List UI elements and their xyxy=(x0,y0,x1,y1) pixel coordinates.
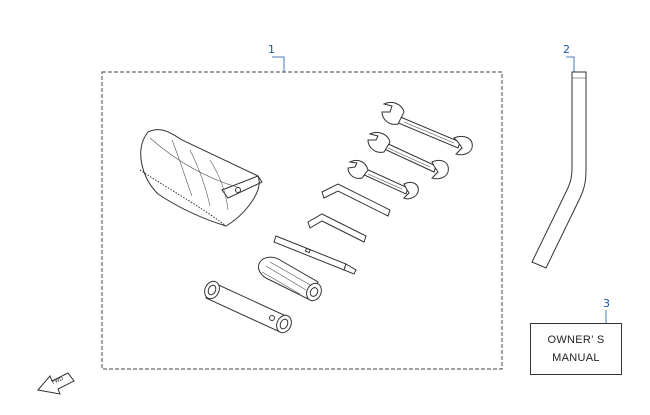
owners-manual-line-2: MANUAL xyxy=(552,352,600,364)
callout-3[interactable]: 3 xyxy=(603,297,610,310)
screwdriver-handle xyxy=(257,256,322,302)
tool-kit-boundary xyxy=(101,71,503,370)
callout-2[interactable]: 2 xyxy=(563,43,570,56)
screwdriver-bit xyxy=(273,235,357,275)
wrench-small xyxy=(347,159,419,200)
leader-line-2 xyxy=(566,56,575,72)
forward-arrow-icon xyxy=(37,372,75,395)
tool-bag xyxy=(139,129,263,227)
box-spanner xyxy=(204,280,292,334)
callout-1[interactable]: 1 xyxy=(268,43,275,56)
hex-key-large xyxy=(321,183,391,217)
wrench-medium xyxy=(367,131,449,180)
owners-manual-line-1: OWNER’ S xyxy=(547,334,605,346)
leader-line-1 xyxy=(272,56,285,72)
hex-key-small xyxy=(307,213,367,243)
wrench-large xyxy=(381,101,473,156)
tommy-bar xyxy=(531,71,587,269)
owners-manual: OWNER’ S MANUAL xyxy=(530,323,622,375)
